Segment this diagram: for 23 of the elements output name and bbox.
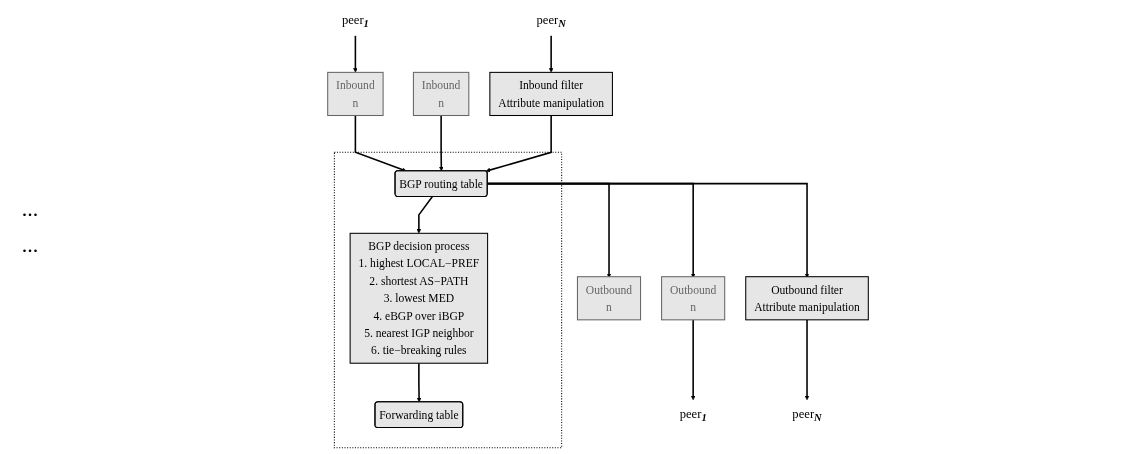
node-box: Outbound n: [661, 276, 726, 321]
node-text: peer$_{1}$: [679, 406, 707, 424]
arrow: [548, 34, 554, 73]
arrow: [416, 195, 433, 234]
node-box: Inbound filter Attribute manipulation: [489, 71, 613, 117]
arrow: [439, 114, 444, 172]
cluster: [333, 151, 563, 449]
node-box: Outbound filter Attribute manipulation: [745, 276, 869, 321]
arrow: [485, 114, 552, 173]
node-box: Outbound n: [576, 276, 642, 321]
arrow: [416, 362, 422, 403]
node-box: Inbound n: [412, 71, 470, 117]
node-text: peer$_{N}$: [792, 406, 822, 424]
node-box: Inbound n: [327, 71, 384, 117]
ellipsis-label: ...: [21, 196, 39, 222]
node-text: peer$_{N}$: [536, 13, 566, 30]
arrow: [690, 319, 696, 401]
arrow: [353, 34, 358, 73]
ellipsis-label: ...: [21, 232, 39, 258]
node-text: peer$_{1}$: [341, 13, 369, 30]
arrow: [804, 319, 810, 401]
node-box: BGP decision process 1. highest LOCAL−PREF 2. shortest AS−PATH 3. lowest MED 4. eBGP over iBGP 5. nearest IGP neighbor 6. tie−breaking rules: [349, 232, 489, 364]
arrow: [354, 114, 407, 172]
